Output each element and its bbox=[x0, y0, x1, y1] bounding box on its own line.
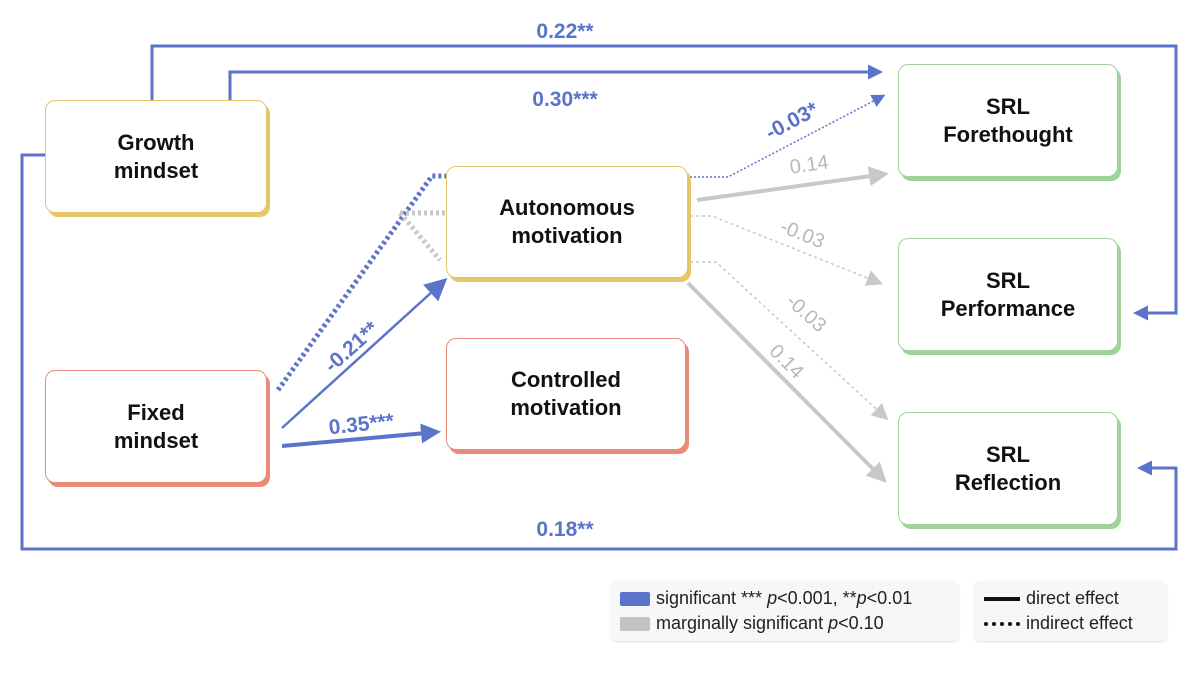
significant-swatch bbox=[620, 591, 650, 606]
marginal-swatch bbox=[620, 616, 650, 631]
label-auto-forethought-marg: 0.14 bbox=[788, 151, 830, 178]
label-fixed-autonomous: -0.21** bbox=[320, 317, 384, 378]
path-autonomous-reflection-indirect bbox=[690, 261, 889, 421]
node-reflection-line2: Reflection bbox=[954, 469, 1062, 495]
label-growth-forethought: 0.30*** bbox=[532, 88, 598, 111]
path-grey-indirect-2 bbox=[398, 211, 442, 262]
label-auto-reflection-indirect: -0.03 bbox=[782, 290, 831, 337]
legend-significant-mid: <0.001, ** bbox=[777, 588, 857, 608]
path-fixed-to-controlled bbox=[281, 423, 441, 448]
path-fixed-to-autonomous bbox=[281, 277, 448, 429]
direct-line-icon bbox=[984, 596, 1020, 601]
path-fixed-autonomous-indirect bbox=[275, 173, 446, 392]
legend-effect-type: direct effect indirect effect bbox=[974, 581, 1167, 641]
indirect-line-icon bbox=[984, 621, 1020, 626]
node-autonomous-line1: Autonomous bbox=[499, 195, 635, 220]
node-forethought-line1: SRL bbox=[986, 93, 1030, 119]
node-autonomous-line2: motivation bbox=[511, 223, 623, 248]
label-auto-reflection-direct: 0.14 bbox=[765, 340, 808, 383]
node-performance-line2: Performance bbox=[940, 295, 1076, 321]
path-growth-to-performance bbox=[150, 44, 1178, 321]
path-growth-to-forethought bbox=[228, 64, 883, 100]
legend-indirect-row: indirect effect bbox=[984, 613, 1133, 634]
path-autonomous-forethought-marg bbox=[696, 166, 889, 202]
node-controlled-line2: motivation bbox=[510, 395, 622, 420]
node-performance-line1: SRL bbox=[985, 267, 1030, 293]
legend-marginal-row: marginally significant p<0.10 bbox=[620, 613, 884, 634]
legend-significant-text: significant *** bbox=[656, 588, 768, 608]
node-controlled-line1: Controlled bbox=[510, 367, 621, 392]
node-controlled-motivation: Controlled motivation bbox=[446, 338, 686, 450]
legend-significant-row: significant *** p<0.001, **p<0.01 bbox=[620, 588, 912, 609]
legend-marginal-text: marginally significant bbox=[656, 613, 829, 633]
node-fixed-line2: mindset bbox=[113, 427, 199, 453]
legend-direct-row: direct effect bbox=[984, 588, 1119, 609]
label-auto-forethought-sig: -0.03* bbox=[762, 98, 823, 145]
legend-significant-p2: p bbox=[856, 588, 867, 608]
node-autonomous-motivation: Autonomous motivation bbox=[446, 166, 688, 278]
path-growth-to-reflection bbox=[20, 153, 1178, 551]
legend-marginal-end: <0.10 bbox=[838, 613, 884, 633]
legend-direct-text: direct effect bbox=[1026, 588, 1119, 608]
legend-significant-p1: p bbox=[767, 588, 778, 608]
label-growth-reflection: 0.18** bbox=[536, 518, 594, 541]
path-autonomous-performance bbox=[690, 215, 884, 286]
node-growth-line2: mindset bbox=[113, 157, 199, 183]
legend-significance: significant *** p<0.001, **p<0.01 margin… bbox=[611, 581, 959, 641]
node-fixed-line1: Fixed bbox=[127, 399, 185, 425]
path-autonomous-reflection-direct bbox=[686, 281, 887, 483]
legend-significant-end: <0.01 bbox=[866, 588, 913, 608]
node-reflection-line1: SRL bbox=[985, 441, 1030, 467]
path-autonomous-forethought-sig bbox=[690, 94, 886, 178]
label-auto-performance: -0.03 bbox=[777, 216, 828, 253]
label-growth-performance: 0.22** bbox=[536, 20, 594, 43]
legend-marginal-p: p bbox=[828, 613, 839, 633]
node-forethought-line2: Forethought bbox=[943, 121, 1073, 147]
legend-indirect-text: indirect effect bbox=[1026, 613, 1133, 633]
node-growth-line1: Growth bbox=[117, 129, 195, 155]
